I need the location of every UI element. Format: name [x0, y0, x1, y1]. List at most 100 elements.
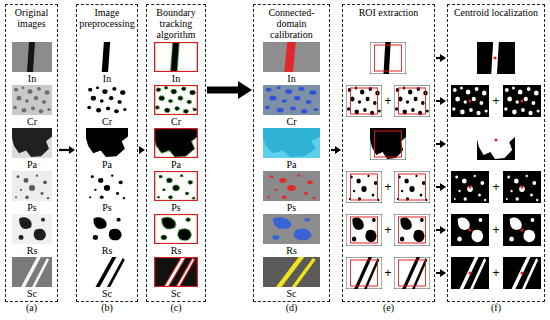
panel-letter: (b) — [77, 302, 137, 314]
roi-image — [394, 171, 430, 203]
defect-label: Cr — [27, 116, 37, 127]
stage-panel: Boundary tracking algorithm(c)InCrPaPsRs… — [146, 4, 206, 302]
defect-label: Ps — [287, 202, 296, 213]
centroid-image — [451, 214, 489, 246]
plus-sign: + — [492, 95, 499, 107]
row-arrow — [436, 186, 440, 188]
defect-label: Sc — [27, 288, 37, 299]
binary-image — [86, 171, 128, 201]
boundary-image — [154, 85, 198, 115]
centroid-image — [503, 257, 541, 289]
defect-label: In — [103, 73, 111, 84]
panel-letter: (f) — [448, 302, 544, 314]
defect-label: Rs — [171, 245, 182, 256]
original-image — [12, 128, 52, 158]
defect-label: Cr — [287, 116, 297, 127]
row-arrow — [436, 100, 440, 102]
defect-label: Cr — [102, 116, 112, 127]
defect-label: Sc — [102, 288, 112, 299]
row-arrow — [436, 143, 440, 145]
original-image — [12, 214, 52, 244]
defect-tile: In — [154, 42, 198, 84]
defect-tile: In — [263, 42, 320, 84]
centroid-image — [477, 128, 515, 160]
defect-tile: Cr — [86, 85, 128, 127]
defect-tile: Pa — [86, 128, 128, 170]
stage-panel: Centroid localization(f) — [447, 4, 545, 302]
defect-tile: Pa — [154, 128, 198, 170]
defect-tile: Rs — [263, 214, 320, 256]
centroid-image — [503, 85, 541, 117]
plus-sign: + — [492, 224, 499, 236]
defect-label: Pa — [102, 159, 112, 170]
defect-tile: Ps — [86, 171, 128, 213]
roi-image — [346, 85, 382, 117]
centroid-image — [477, 42, 515, 74]
flow-arrow — [331, 149, 335, 151]
defect-label: In — [172, 73, 180, 84]
plus-sign: + — [384, 224, 391, 236]
boundary-image — [154, 257, 198, 287]
calibrated-image — [263, 85, 320, 115]
row-arrow — [436, 229, 440, 231]
defect-label: Sc — [287, 288, 297, 299]
stage-heading: Connected-domain calibration — [254, 5, 329, 40]
defect-tile: Ps — [263, 171, 320, 213]
stage-heading: ROI extraction — [343, 5, 434, 18]
roi-image — [346, 214, 382, 246]
binary-image — [86, 128, 128, 158]
panel-letter: (e) — [343, 302, 434, 314]
original-image — [12, 171, 52, 201]
calibrated-image — [263, 42, 320, 72]
roi-image — [370, 128, 406, 160]
flow-arrow — [59, 149, 69, 151]
defect-tile: Cr — [12, 85, 52, 127]
defect-label: Pa — [171, 159, 181, 170]
plus-sign: + — [492, 267, 499, 279]
defect-label: Ps — [27, 202, 36, 213]
roi-image — [346, 257, 382, 289]
defect-tile: Rs — [86, 214, 128, 256]
panel-letter: (a) — [6, 302, 57, 314]
calibrated-image — [263, 128, 320, 158]
roi-image — [346, 171, 382, 203]
roi-image — [394, 85, 430, 117]
binary-image — [86, 257, 128, 287]
plus-sign: + — [384, 95, 391, 107]
defect-label: Cr — [171, 116, 181, 127]
calibrated-image — [263, 171, 320, 201]
defect-label: Pa — [27, 159, 37, 170]
defect-tile: Pa — [263, 128, 320, 170]
stage-heading: Original images — [6, 5, 57, 29]
centroid-image — [451, 85, 489, 117]
roi-image — [394, 214, 430, 246]
defect-label: Rs — [286, 245, 297, 256]
binary-image — [86, 214, 128, 244]
boundary-image — [154, 214, 198, 244]
defect-label: Rs — [27, 245, 38, 256]
plus-sign: + — [384, 181, 391, 193]
boundary-image — [154, 171, 198, 201]
panel-letter: (c) — [147, 302, 205, 314]
defect-tile: In — [12, 42, 52, 84]
stage-panel: Connected-domain calibration(d)InCrPaPsR… — [253, 4, 330, 302]
defect-tile: Sc — [12, 257, 52, 299]
defect-tile: Sc — [263, 257, 320, 299]
defect-label: Pa — [287, 159, 297, 170]
stage-heading: Image preprocessing — [77, 5, 137, 29]
flow-arrow-large — [207, 87, 238, 94]
centroid-image — [451, 171, 489, 203]
defect-tile: Sc — [154, 257, 198, 299]
centroid-image — [503, 171, 541, 203]
plus-sign: + — [384, 267, 391, 279]
stage-heading: Centroid localization — [448, 5, 544, 18]
flow-arrow — [436, 57, 440, 59]
defect-tile: Cr — [154, 85, 198, 127]
boundary-image — [154, 128, 198, 158]
defect-label: Ps — [102, 202, 111, 213]
defect-tile: Rs — [154, 214, 198, 256]
boundary-image — [154, 42, 198, 72]
defect-tile: Ps — [154, 171, 198, 213]
defect-tile: Sc — [86, 257, 128, 299]
